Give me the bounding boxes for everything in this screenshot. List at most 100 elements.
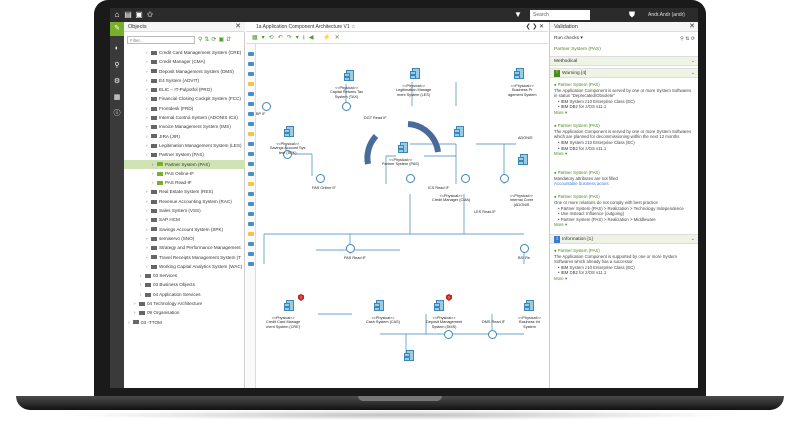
item-title[interactable]: ● Partner System (PAS) (554, 123, 600, 129)
interface-node[interactable] (500, 174, 509, 183)
tree-item[interactable]: ›03 Services (124, 271, 245, 280)
item-subline[interactable]: • IBM DB2 for z/OS v11.1 (558, 145, 607, 151)
tree-item[interactable]: ›Strategy and Performance Management (124, 243, 245, 252)
item-subline[interactable]: • IBM DB2 for z/OS v11.1 (558, 270, 607, 276)
expand-icon[interactable]: › (146, 198, 148, 204)
palette-item[interactable] (248, 92, 254, 96)
tree-item[interactable]: ›PAS Read-IF (124, 178, 245, 187)
tree-item[interactable]: ›JIRA (JIR) (124, 132, 245, 141)
palette-item[interactable] (248, 52, 254, 56)
interface-node[interactable] (444, 330, 453, 339)
interface-node[interactable] (346, 244, 355, 253)
item-subline[interactable]: • Partner System (PAS) > Realization > M… (558, 216, 656, 222)
palette-item[interactable] (248, 192, 254, 196)
palette-item[interactable] (248, 212, 254, 216)
item-subline[interactable]: • Partner System (PAS) > Realization > T… (558, 205, 684, 211)
palette-item[interactable] (248, 132, 254, 136)
run-checks-row[interactable]: Run checks ▾ ⚲ ⇅ ⟳ (554, 36, 695, 42)
component-node[interactable] (514, 68, 524, 79)
expand-icon[interactable]: › (146, 87, 148, 93)
item-title[interactable]: ● Partner System (PAS) (554, 194, 600, 200)
pencil-icon[interactable]: ✎ (114, 25, 120, 32)
tree-item[interactable]: ›ELIC – IT-Pulpotfol (PRO) (124, 85, 245, 94)
tree-item[interactable]: ›Partner System (PAS) (124, 159, 245, 169)
validation-item[interactable]: ● Partner System (PAS)The Application Co… (554, 82, 692, 116)
palette-item[interactable] (248, 62, 254, 66)
validation-item[interactable]: ● Partner System (PAS)One or more relati… (554, 194, 692, 228)
palette-item[interactable] (248, 202, 254, 206)
search-icon[interactable]: ⚲ (114, 62, 120, 69)
close-icon[interactable]: ✕ (689, 23, 695, 30)
tree-item[interactable]: ›Financial Closing Cockpit System (FCC) (124, 94, 245, 103)
palette-item[interactable] (248, 102, 254, 106)
expand-icon[interactable]: › (146, 124, 148, 130)
more-link[interactable]: More ▾ (554, 275, 568, 281)
component-node[interactable] (344, 70, 354, 81)
tree-item[interactable]: ›Credit Manager (CMA) (124, 57, 245, 66)
tree-item[interactable]: ›semiservo (SNO) (124, 234, 245, 243)
tree-item[interactable]: ›Travel Receipts Management System (T (124, 253, 245, 262)
run-checks-label[interactable]: Run checks (554, 36, 580, 41)
report-icon[interactable]: ▦ (113, 94, 121, 101)
tree-item[interactable]: ›Deposit Management System (DMS) (124, 67, 245, 76)
palette-item[interactable] (248, 222, 254, 226)
validation-item[interactable]: ● Partner System (PAS)Mandatory attribut… (554, 170, 692, 187)
interface-node[interactable] (342, 102, 351, 111)
component-node[interactable] (398, 142, 408, 153)
validation-item[interactable]: ● Partner System (PAS)The Application Co… (554, 123, 692, 157)
palette-item[interactable] (248, 142, 254, 146)
tree-item[interactable]: ›04 Application Services (124, 290, 245, 299)
tree-item[interactable]: ›Real Estate System (RES) (124, 187, 245, 196)
item-subline[interactable]: • IBM System z10 Enterprise Class (EC) (558, 139, 635, 145)
interface-node[interactable] (262, 102, 271, 111)
validation-item[interactable]: ● Partner System (PAS)The Application Co… (554, 248, 692, 282)
interface-node[interactable] (283, 150, 292, 159)
component-node[interactable] (374, 300, 384, 311)
expand-icon[interactable]: › (152, 180, 154, 186)
info-icon[interactable]: ⓘ (113, 110, 121, 117)
item-title[interactable]: ● Partner System (PAS) (554, 248, 600, 253)
tree-item[interactable]: ›Legitimation Management System (LES) (124, 141, 245, 150)
folder-icon[interactable]: ▣ (135, 10, 143, 19)
item-subline[interactable]: • IBM System z10 Enterprise Class (EC) (558, 98, 635, 104)
section-methodical[interactable]: Methodical ⌄ (550, 56, 698, 66)
palette-item[interactable] (248, 162, 254, 166)
tab-navigation[interactable]: ❮ ❯ ✕ (525, 24, 544, 30)
rail-active-edit[interactable] (110, 22, 124, 36)
validation-context[interactable]: Partner System (PAS) (554, 47, 601, 52)
tree-item[interactable]: ›Frontdesk (FRD) (124, 104, 245, 113)
expand-icon[interactable]: › (146, 235, 148, 241)
objects-filter-input[interactable]: Filter... (127, 36, 195, 44)
component-node[interactable] (454, 126, 464, 137)
item-subline[interactable]: • Use Instead: Influence (outgoing) (558, 211, 624, 217)
expand-icon[interactable]: › (140, 291, 142, 297)
interface-node[interactable] (461, 174, 470, 183)
expand-icon[interactable]: › (134, 301, 136, 307)
palette-item[interactable] (248, 122, 254, 126)
interface-node[interactable] (406, 174, 415, 183)
expand-icon[interactable]: › (152, 161, 154, 167)
expand-icon[interactable]: › (146, 208, 148, 214)
tree-item[interactable]: ›09 Organisation (124, 308, 245, 317)
section-warning[interactable]: !Warning [4] ⌄ (550, 68, 698, 78)
palette-item[interactable] (248, 262, 254, 266)
expand-icon[interactable]: › (146, 50, 148, 55)
component-node[interactable] (524, 300, 534, 311)
expand-icon[interactable]: › (146, 105, 148, 111)
interface-node[interactable] (520, 244, 529, 253)
item-title[interactable]: ● Partner System (PAS) (554, 170, 600, 175)
palette-item[interactable] (248, 172, 254, 176)
tree-item[interactable]: ›Savings Account System (SPK) (124, 225, 245, 234)
chat-icon[interactable]: ◐ (114, 45, 120, 52)
expand-icon[interactable]: › (140, 282, 142, 288)
document-icon[interactable]: ▤ (124, 10, 132, 19)
interface-node[interactable] (488, 330, 497, 339)
tree-item[interactable]: ›Working Capital Analytics System (WAC) (124, 262, 245, 271)
component-node[interactable] (284, 300, 294, 311)
tree-item[interactable]: ›Credit Card Management System (CRE) (124, 48, 245, 57)
component-node[interactable] (410, 68, 420, 79)
component-node[interactable] (284, 126, 294, 137)
diagram-canvas[interactable]: ! ! <<Physical>> Capital Returns Tax Sys… (256, 44, 548, 388)
tree-item[interactable]: ›Partner System (PAS) (124, 150, 245, 159)
